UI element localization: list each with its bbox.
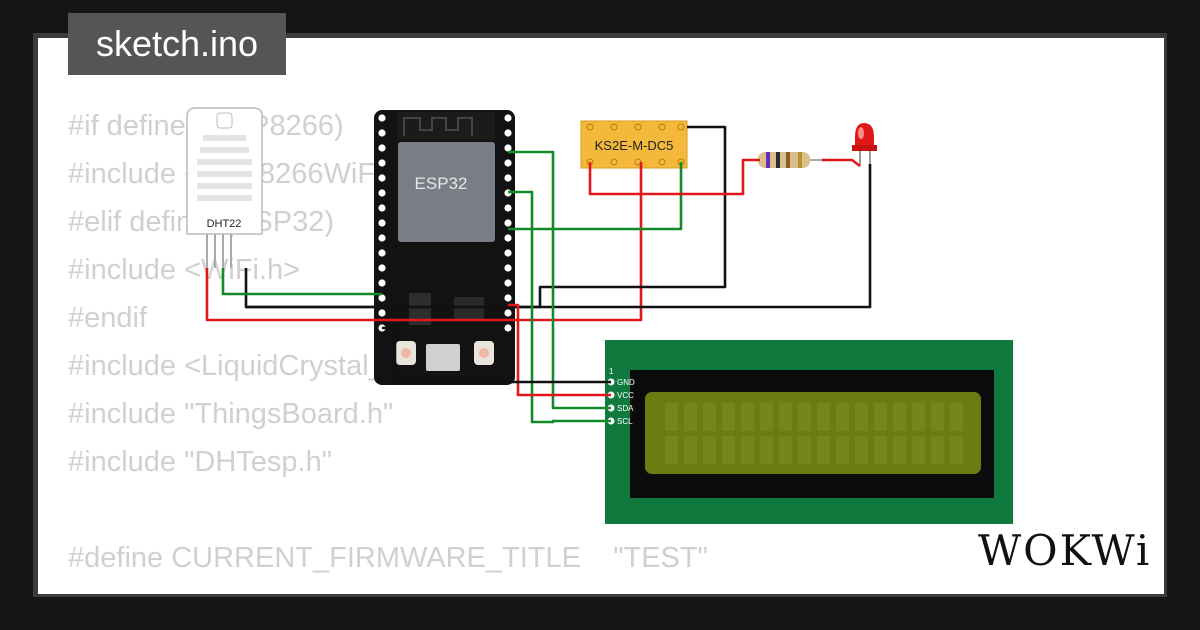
wire-black-led	[246, 164, 872, 309]
usb-port	[426, 344, 460, 371]
dht22-label: DHT22	[207, 218, 242, 230]
lcd-pin-scl: SCL	[617, 417, 633, 426]
resistor[interactable]	[745, 152, 822, 168]
wire-red-relay-resistor	[588, 158, 760, 196]
esp32-board[interactable]: ESP32	[374, 110, 515, 385]
lcd-pin1-label: 1	[609, 367, 614, 376]
sketch-tab[interactable]: sketch.ino	[68, 13, 286, 75]
relay-label: KS2E-M-DC5	[595, 138, 674, 153]
code-line: #include <WiFi.h>	[68, 254, 301, 286]
wire-green-lcd-scl	[508, 190, 611, 424]
esp32-right-pins	[504, 114, 512, 332]
wire-green-relay-in	[508, 162, 683, 231]
lcd-pin-sda: SDA	[617, 404, 634, 413]
code-line: #define CURRENT_FIRMWARE_TITLE "TEST"	[68, 542, 708, 574]
code-line: #endif	[68, 302, 148, 334]
lcd-pin-vcc: VCC	[617, 391, 634, 400]
esp32-left-pins	[378, 114, 386, 332]
relay-module[interactable]: KS2E-M-DC5	[580, 120, 688, 169]
wire-red-lcd-vcc	[508, 303, 611, 397]
wire-red-dht-vcc	[205, 162, 643, 322]
wire-green-lcd-sda	[508, 150, 611, 410]
wires	[205, 125, 872, 424]
wire-green-dht-data	[221, 268, 382, 296]
wokwi-logo: WOKWi	[978, 526, 1152, 575]
wire-black-lcd-gnd	[382, 326, 611, 384]
lcd-display[interactable]: 1 GND VCC SDA SCL	[605, 340, 1013, 524]
red-led[interactable]	[852, 123, 877, 166]
dht22-sensor[interactable]: DHT22	[186, 107, 263, 268]
code-line: #include "DHTesp.h"	[68, 446, 333, 478]
wire-red-resistor-led	[822, 158, 861, 168]
esp32-label: ESP32	[415, 174, 468, 193]
lcd-character-grid	[665, 403, 963, 464]
code-line: #define CURRENT_FIRMWARE_VERSION "1.0.0"	[68, 582, 734, 594]
code-line: #include "ThingsBoard.h"	[68, 398, 394, 430]
lcd-pin-gnd: GND	[617, 378, 635, 387]
